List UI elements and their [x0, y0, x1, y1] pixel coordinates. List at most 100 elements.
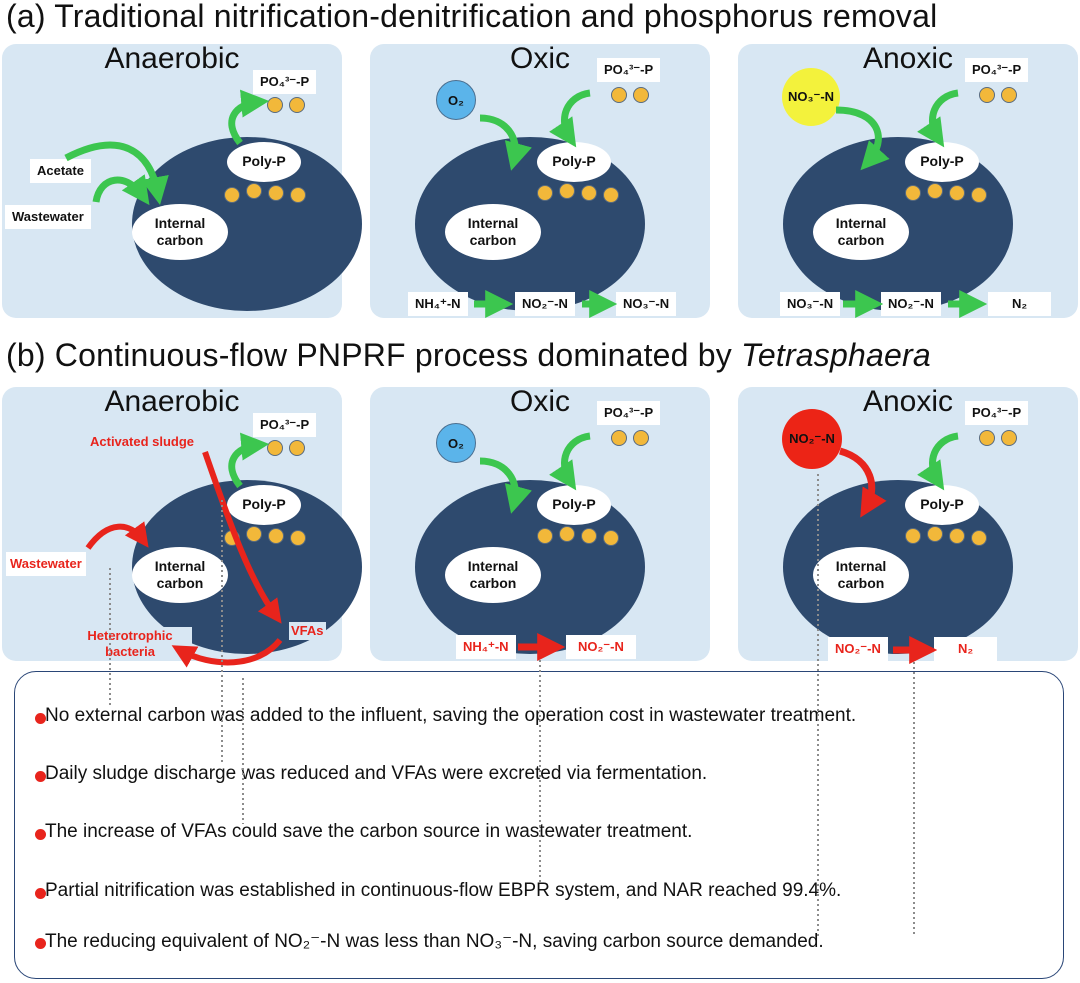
phosphate-label: PO₄³⁻-P [253, 70, 317, 94]
poly-p-dot [246, 183, 262, 199]
phosphate-label: PO₄³⁻-P [597, 58, 661, 82]
nitrite-circle: NO₂⁻-N [782, 409, 842, 469]
phosphate-label: PO₄³⁻-P [965, 401, 1029, 425]
poly-p-dot [905, 528, 921, 544]
poly-p-dot [246, 526, 262, 542]
dotted-connectors [109, 474, 915, 936]
internal-carbon: Internal carbon [132, 204, 228, 260]
poly-p-dot [559, 526, 575, 542]
phosphate-dot [1001, 430, 1017, 446]
phosphate-label: PO₄³⁻-P [965, 58, 1029, 82]
poly-p-dot [927, 183, 943, 199]
poly-p-dot [290, 187, 306, 203]
phosphate-dot [611, 430, 627, 446]
oxygen-arrow [479, 457, 532, 514]
chain-item: NO₂⁻-N [828, 637, 888, 661]
section-b-title-organism: Tetrasphaera [741, 337, 931, 373]
poly-p: Poly-P [227, 142, 301, 182]
oxygen-circle: O₂ [436, 80, 476, 120]
wastewater-arrow [85, 521, 149, 550]
wastewater-arrow [92, 174, 150, 206]
internal-carbon: Internal carbon [445, 547, 541, 603]
poly-p: Poly-P [537, 142, 611, 182]
poly-p-dot [268, 528, 284, 544]
poly-p-dot [971, 187, 987, 203]
chain-item: NH₄⁺-N [408, 292, 468, 316]
phosphate-uptake-arrow [917, 89, 959, 148]
note-item: The increase of VFAs could save the carb… [45, 821, 693, 842]
poly-p-dot [290, 530, 306, 546]
section-a-title: (a) Traditional nitrification-denitrific… [6, 0, 938, 34]
note-item: Daily sludge discharge was reduced and V… [45, 763, 708, 784]
chain-item: NH₄⁺-N [456, 635, 516, 659]
poly-p-dot [537, 185, 553, 201]
poly-p: Poly-P [905, 485, 979, 525]
note-item: The reducing equivalent of NO₂⁻-N was le… [45, 931, 824, 952]
section-b-title-text: (b) Continuous-flow PNPRF process domina… [6, 337, 742, 373]
phosphate-uptake-arrow [549, 89, 591, 148]
nitrite-arrow [838, 447, 887, 518]
poly-p-dot [949, 185, 965, 201]
poly-p: Poly-P [905, 142, 979, 182]
vfas-label: VFAs [289, 622, 326, 640]
zone-label: Anaerobic [104, 385, 240, 418]
phosphate-dot [979, 87, 995, 103]
wastewater-label: Wastewater [5, 205, 91, 229]
acetate-arrow [64, 141, 169, 206]
poly-p-dot [559, 183, 575, 199]
zone-label: Anoxic [862, 42, 954, 75]
heterotrophic-bacteria-label: Heterotrophic bacteria [68, 627, 192, 661]
poly-p-dot [581, 528, 597, 544]
acetate-label: Acetate [30, 159, 91, 183]
phosphate-uptake-arrow [549, 432, 591, 491]
bullet-dot [35, 829, 46, 840]
section-b-title: (b) Continuous-flow PNPRF process domina… [6, 337, 931, 374]
poly-p: Poly-P [227, 485, 301, 525]
poly-p-dot [268, 185, 284, 201]
note-item: No external carbon was added to the infl… [45, 705, 857, 726]
poly-p-dot [581, 185, 597, 201]
wastewater-label: Wastewater [6, 552, 86, 576]
poly-p-dot [603, 530, 619, 546]
bacteria-vfa-arrow [171, 638, 283, 668]
note-item: Partial nitrification was established in… [45, 880, 842, 901]
chain-item: NO₃⁻-N [780, 292, 841, 316]
bullet-dot [35, 771, 46, 782]
internal-carbon: Internal carbon [813, 547, 909, 603]
chain-item: NO₂⁻-N [515, 292, 575, 316]
poly-p-dot [224, 187, 240, 203]
chain-item: NO₃⁻-N [616, 292, 677, 316]
panel-a-anoxic: Anoxic Internal carbon Poly-P PO₄³⁻-P NO… [738, 42, 1078, 318]
poly-p-dot [537, 528, 553, 544]
poly-p-dot [905, 185, 921, 201]
phosphate-dot [289, 97, 305, 113]
phosphate-dot [633, 87, 649, 103]
nitrate-arrow [835, 106, 890, 171]
poly-p-dot [949, 528, 965, 544]
panel-a-oxic: Oxic Internal carbon Poly-P PO₄³⁻-P O₂ N… [370, 42, 710, 318]
phosphate-dot [979, 430, 995, 446]
poly-p-dot [971, 530, 987, 546]
poly-p-dot [927, 526, 943, 542]
oxygen-arrow [479, 114, 532, 171]
sludge-to-vfa-arrow [202, 451, 282, 624]
internal-carbon: Internal carbon [445, 204, 541, 260]
phosphate-release-arrow [228, 89, 270, 146]
bullet-dot [35, 938, 46, 949]
phosphate-dot [633, 430, 649, 446]
panel-b-oxic: Oxic Internal carbon Poly-P PO₄³⁻-P O₂ N… [370, 385, 710, 661]
internal-carbon: Internal carbon [132, 547, 228, 603]
chain-item: N₂ [988, 292, 1052, 316]
phosphate-dot [611, 87, 627, 103]
internal-carbon: Internal carbon [813, 204, 909, 260]
chain-item: NO₂⁻-N [881, 292, 941, 316]
chain-item: NO₂⁻-N [566, 635, 636, 659]
bullet-dot [35, 713, 46, 724]
phosphate-uptake-arrow [917, 432, 959, 491]
panel-b-anoxic: Anoxic Internal carbon Poly-P PO₄³⁻-P NO… [738, 385, 1078, 661]
zone-label: Anaerobic [104, 42, 240, 75]
phosphate-dot [1001, 87, 1017, 103]
phosphate-dot [289, 440, 305, 456]
nitrate-circle: NO₃⁻-N [782, 68, 840, 126]
